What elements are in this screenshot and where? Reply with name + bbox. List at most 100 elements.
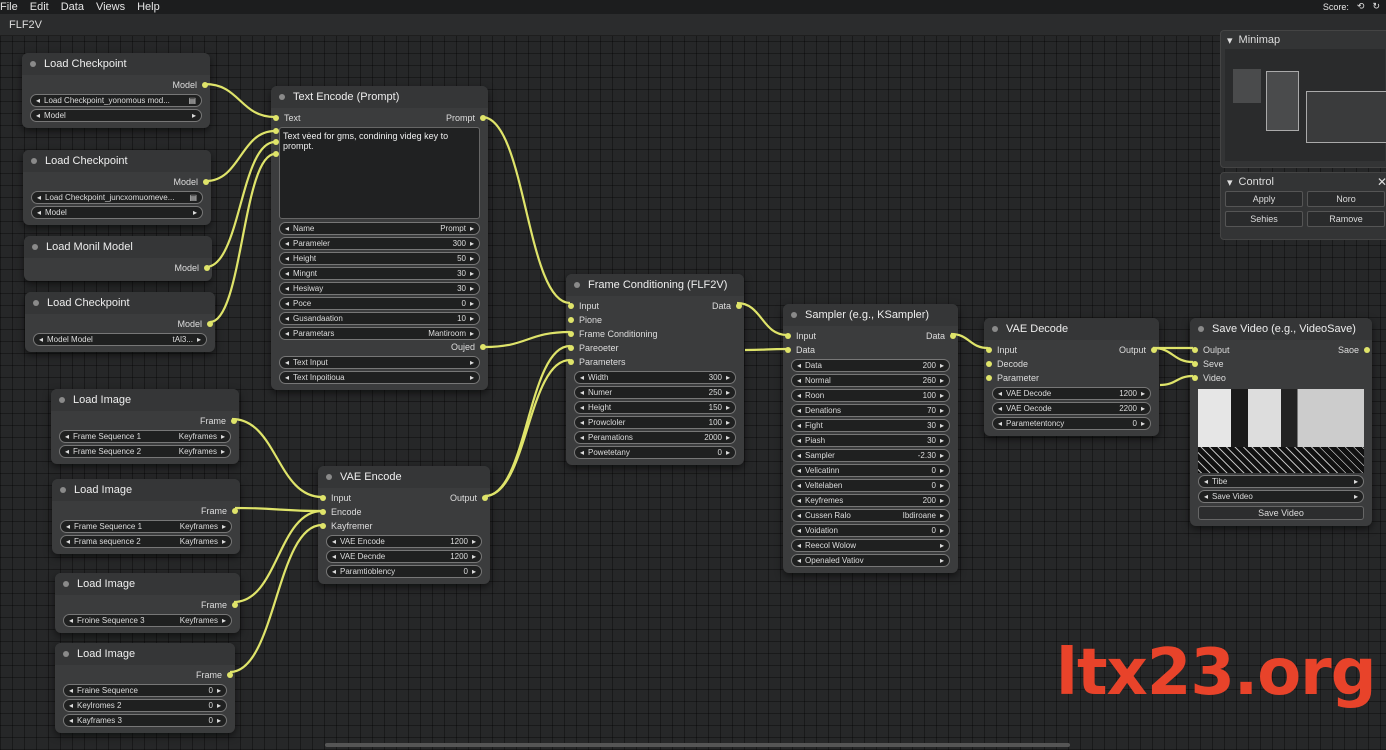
socket-dot[interactable] xyxy=(203,179,209,185)
socket-dot[interactable] xyxy=(1192,347,1198,353)
menu-data[interactable]: Data xyxy=(60,1,84,13)
tab-flf2v[interactable]: FLF2V xyxy=(9,18,43,31)
increment-arrow-icon[interactable]: ▸ xyxy=(469,224,474,233)
decrement-arrow-icon[interactable]: ◂ xyxy=(998,389,1003,398)
socket-dot[interactable] xyxy=(320,523,326,529)
node-header[interactable]: VAE Encode xyxy=(318,466,490,488)
node-header[interactable]: VAE Decode xyxy=(984,318,1159,340)
decrement-arrow-icon[interactable]: ◂ xyxy=(285,239,290,248)
decrement-arrow-icon[interactable]: ◂ xyxy=(580,418,585,427)
increment-arrow-icon[interactable]: ▸ xyxy=(471,552,476,561)
menu-file[interactable]: File xyxy=(0,1,18,13)
decrement-arrow-icon[interactable]: ◂ xyxy=(285,314,290,323)
increment-arrow-icon[interactable]: ▸ xyxy=(471,537,476,546)
increment-arrow-icon[interactable]: ▸ xyxy=(939,451,944,460)
sehies-button[interactable]: Sehies xyxy=(1225,211,1303,227)
output-socket[interactable]: Oujed xyxy=(451,342,488,352)
folder-icon[interactable]: ▤ xyxy=(188,96,196,105)
increment-arrow-icon[interactable]: ▸ xyxy=(725,418,730,427)
decrement-arrow-icon[interactable]: ◂ xyxy=(285,284,290,293)
increment-arrow-icon[interactable]: ▸ xyxy=(939,376,944,385)
input-socket[interactable]: Seve xyxy=(1190,359,1224,369)
decrement-arrow-icon[interactable]: ◂ xyxy=(65,432,70,441)
socket-dot[interactable] xyxy=(986,361,992,367)
node-header[interactable]: Load Checkpoint xyxy=(22,53,210,75)
collapse-icon[interactable]: ▾ xyxy=(1227,176,1233,189)
output-socket[interactable]: Output xyxy=(1119,345,1159,355)
socket-dot[interactable] xyxy=(480,115,486,121)
decrement-arrow-icon[interactable]: ◂ xyxy=(332,552,337,561)
increment-arrow-icon[interactable]: ▸ xyxy=(939,556,944,565)
node-header[interactable]: Sampler (e.g., KSampler) xyxy=(783,304,958,326)
increment-arrow-icon[interactable]: ▸ xyxy=(469,239,474,248)
increment-arrow-icon[interactable]: ▸ xyxy=(939,391,944,400)
output-socket[interactable]: Frame xyxy=(201,600,240,610)
increment-arrow-icon[interactable]: ▸ xyxy=(725,433,730,442)
node-header[interactable]: Load Checkpoint xyxy=(25,292,215,314)
increment-arrow-icon[interactable]: ▸ xyxy=(469,269,474,278)
increment-arrow-icon[interactable]: ▸ xyxy=(939,481,944,490)
decrement-arrow-icon[interactable]: ◂ xyxy=(580,388,585,397)
increment-arrow-icon[interactable]: ▸ xyxy=(196,335,201,344)
socket-dot[interactable] xyxy=(568,345,574,351)
increment-arrow-icon[interactable]: ▸ xyxy=(939,466,944,475)
decrement-arrow-icon[interactable]: ◂ xyxy=(69,616,74,625)
increment-arrow-icon[interactable]: ▸ xyxy=(469,329,474,338)
widget-field[interactable]: ◂Openaled Vatiov▸ xyxy=(791,554,950,567)
minimap-view[interactable] xyxy=(1225,49,1386,161)
decrement-arrow-icon[interactable]: ◂ xyxy=(797,541,802,550)
output-socket[interactable]: Model xyxy=(177,319,215,329)
save-video-button[interactable]: Save Video xyxy=(1198,506,1364,520)
input-socket[interactable]: Oulput xyxy=(1190,345,1230,355)
noro-button[interactable]: Noro xyxy=(1307,191,1385,207)
socket-dot[interactable] xyxy=(568,317,574,323)
output-socket[interactable]: Prompt xyxy=(446,113,488,123)
output-socket[interactable]: Model xyxy=(174,263,212,273)
increment-arrow-icon[interactable]: ▸ xyxy=(1353,477,1358,486)
node-header[interactable]: Frame Conditioning (FLF2V) xyxy=(566,274,744,296)
decrement-arrow-icon[interactable]: ◂ xyxy=(797,496,802,505)
close-icon[interactable]: ✕ xyxy=(1376,175,1386,189)
input-socket[interactable]: Input xyxy=(984,345,1017,355)
node-header[interactable]: Load Checkpoint xyxy=(23,150,211,172)
widget-field[interactable]: ◂Model▸ xyxy=(30,109,202,122)
socket-dot[interactable] xyxy=(568,331,574,337)
decrement-arrow-icon[interactable]: ◂ xyxy=(797,511,802,520)
input-socket[interactable]: Input xyxy=(783,331,816,341)
increment-arrow-icon[interactable]: ▸ xyxy=(221,537,226,546)
apply-button[interactable]: Apply xyxy=(1225,191,1303,207)
decrement-arrow-icon[interactable]: ◂ xyxy=(37,193,42,202)
input-socket[interactable]: Text xyxy=(271,113,301,123)
socket-dot[interactable] xyxy=(273,139,279,145)
prompt-textarea[interactable]: Text vėed for gms, condining videg key t… xyxy=(279,127,480,219)
socket-dot[interactable] xyxy=(232,508,238,514)
socket-dot[interactable] xyxy=(320,509,326,515)
increment-arrow-icon[interactable]: ▸ xyxy=(939,421,944,430)
folder-icon[interactable]: ▤ xyxy=(189,193,197,202)
increment-arrow-icon[interactable]: ▸ xyxy=(469,284,474,293)
increment-arrow-icon[interactable]: ▸ xyxy=(939,496,944,505)
